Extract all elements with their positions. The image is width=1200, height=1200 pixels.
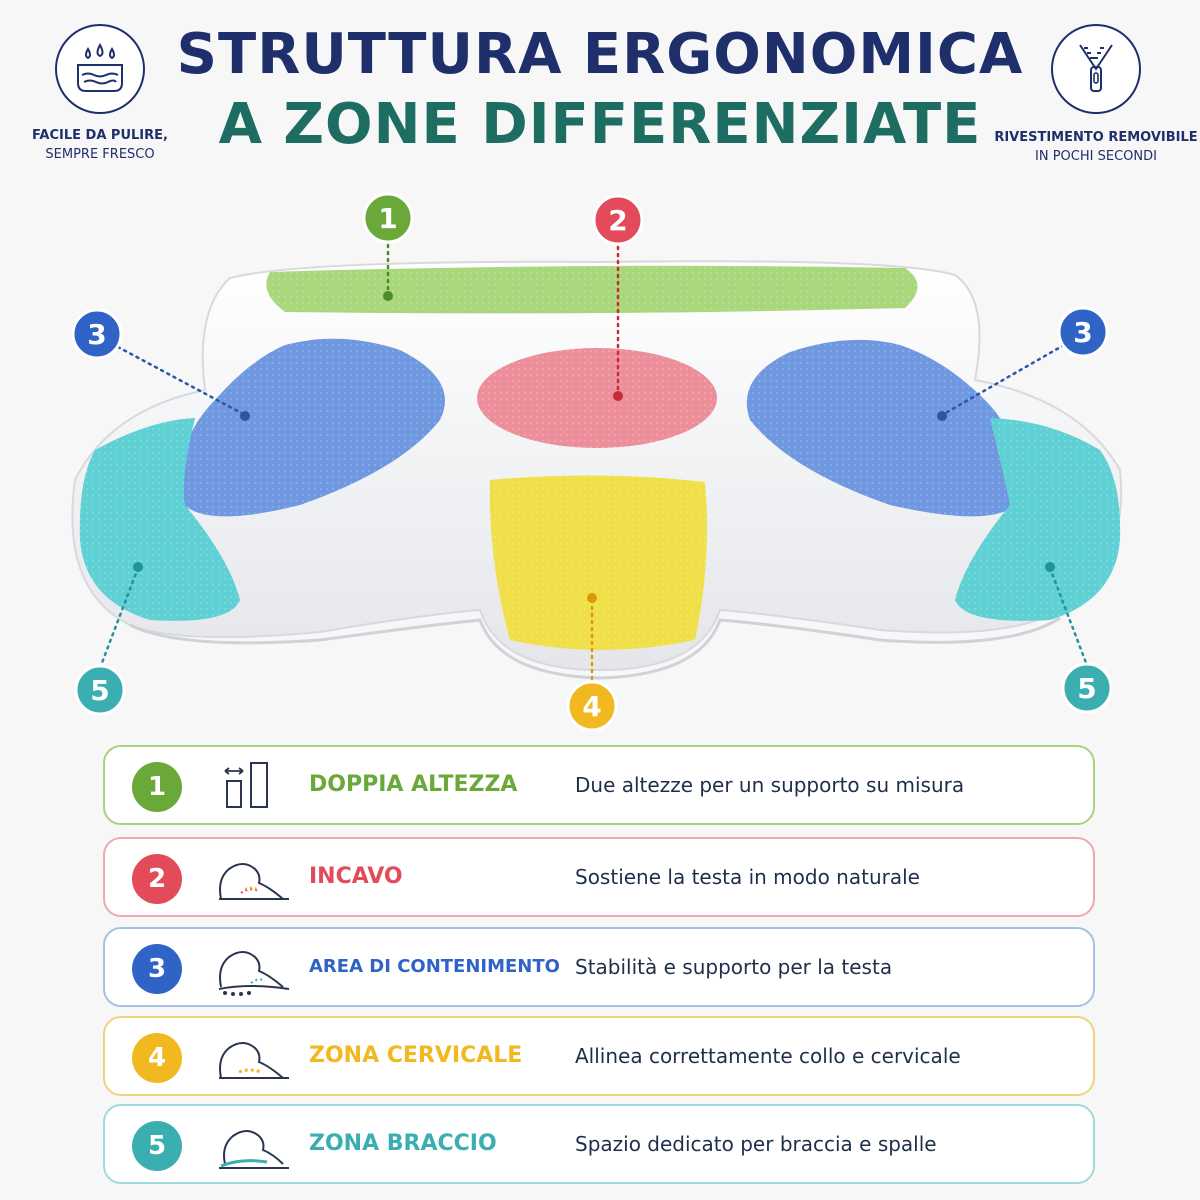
zone-description: Spazio dedicato per braccia e spalle (575, 1132, 937, 1156)
zone-row-4: 4 ZONA CERVICALE Allinea correttamente c… (103, 1016, 1095, 1096)
page-title-line1: STRUTTURA ERGONOMICA (176, 22, 1024, 87)
pillow-illustration: 1 2 3 3 4 5 5 (71, 192, 1123, 732)
zone-row-1: 1 DOPPIA ALTEZZA Due altezze per un supp… (103, 745, 1095, 825)
zone-description: Sostiene la testa in modo naturale (575, 865, 920, 889)
zone-number-badge: 1 (132, 762, 182, 812)
zone-name: ZONA BRACCIO (309, 1131, 497, 1156)
svg-text:4: 4 (582, 690, 601, 723)
double-height-icon (211, 757, 291, 817)
head-containment-icon (211, 939, 291, 999)
svg-text:5: 5 (1077, 672, 1096, 705)
zone-row-3: 3 AREA DI CONTENIMENTO Stabilità e suppo… (103, 927, 1095, 1007)
feature-right-line1: RIVESTIMENTO REMOVIBILE (994, 130, 1198, 145)
feature-removable-cover: RIVESTIMENTO REMOVIBILE IN POCHI SECONDI (986, 24, 1200, 164)
feature-right-line2: IN POCHI SECONDI (1035, 149, 1157, 164)
neck-alignment-icon (211, 1028, 291, 1088)
callout-3-right: 3 (1057, 306, 1109, 358)
water-basin-icon (55, 24, 145, 114)
svg-text:3: 3 (1073, 316, 1092, 349)
zone-number-badge: 2 (132, 854, 182, 904)
callout-3-left: 3 (71, 308, 123, 360)
svg-text:3: 3 (87, 318, 106, 351)
feature-left-line2: SEMPRE FRESCO (45, 147, 155, 162)
callout-5-right: 5 (1061, 662, 1113, 714)
zone-description: Due altezze per un supporto su misura (575, 773, 965, 797)
head-hollow-icon (211, 849, 291, 909)
zone-description: Allinea correttamente collo e cervicale (575, 1044, 961, 1068)
page-title-line2: A ZONE DIFFERENZIATE (218, 92, 982, 157)
zone-number-badge: 4 (132, 1033, 182, 1083)
arm-space-icon (211, 1116, 291, 1176)
zone-number-badge: 3 (132, 944, 182, 994)
feature-easy-clean: FACILE DA PULIRE, SEMPRE FRESCO (0, 24, 210, 162)
zone-number-badge: 5 (132, 1121, 182, 1171)
zone-name: INCAVO (309, 864, 403, 889)
zone-name: AREA DI CONTENIMENTO (309, 956, 560, 977)
callout-4: 4 (566, 680, 618, 732)
svg-text:2: 2 (608, 204, 627, 237)
svg-text:5: 5 (90, 674, 109, 707)
callout-5-left: 5 (74, 664, 126, 716)
zone-name: ZONA CERVICALE (309, 1043, 523, 1068)
zipper-icon (1051, 24, 1141, 114)
callout-1: 1 (362, 192, 414, 244)
zone-row-5: 5 ZONA BRACCIO Spazio dedicato per bracc… (103, 1104, 1095, 1184)
callout-2: 2 (592, 194, 644, 246)
svg-text:1: 1 (378, 202, 397, 235)
feature-left-line1: FACILE DA PULIRE, (32, 128, 168, 143)
zone-name: DOPPIA ALTEZZA (309, 772, 518, 797)
zone-description: Stabilità e supporto per la testa (575, 955, 893, 979)
zone-row-2: 2 INCAVO Sostiene la testa in modo natur… (103, 837, 1095, 917)
